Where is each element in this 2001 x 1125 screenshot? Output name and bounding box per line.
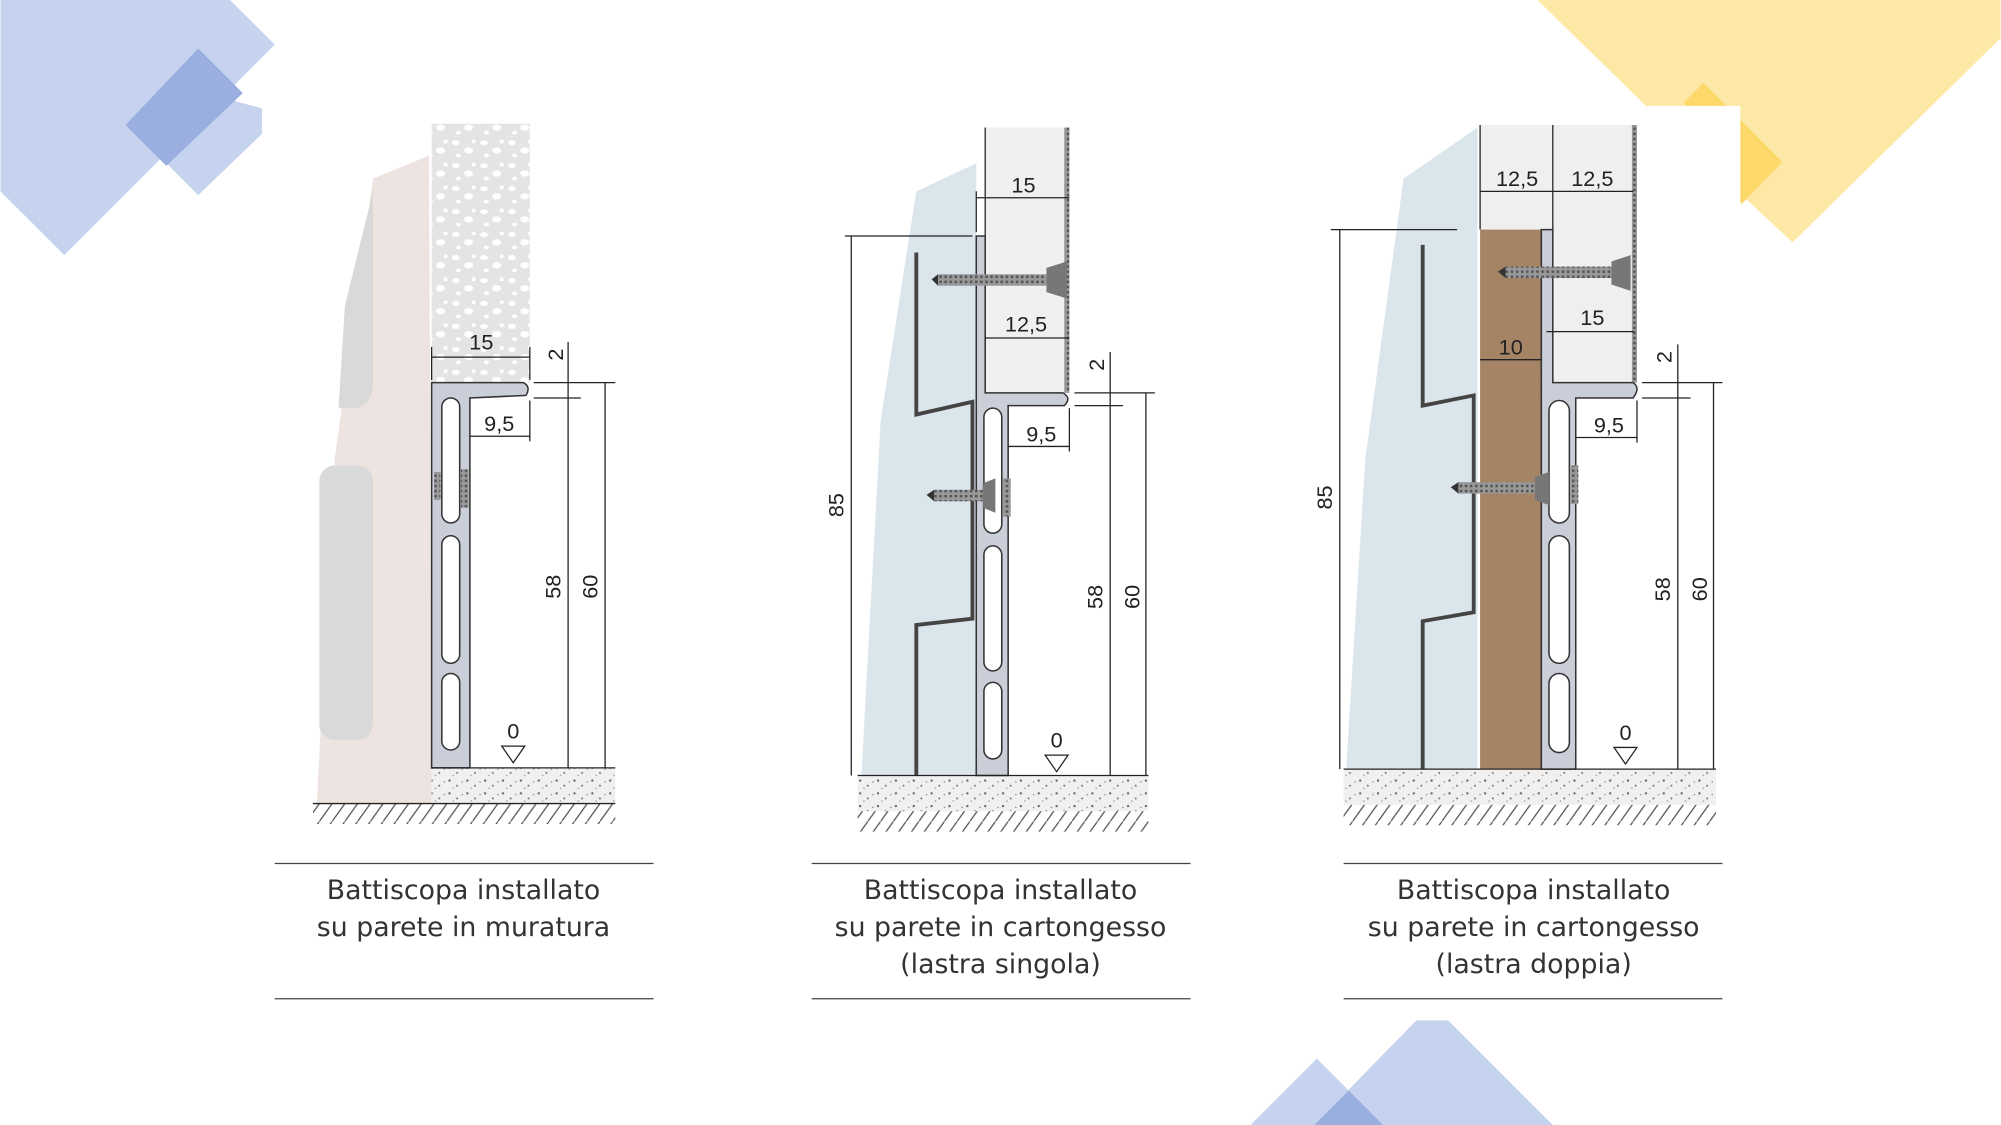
profile-slot: [1548, 672, 1571, 754]
dim-height-60: 60: [1687, 577, 1712, 601]
caption-line: su parete in cartongesso: [1368, 912, 1700, 943]
profile-slot: [1548, 399, 1571, 524]
caption-line: Battiscopa installato: [1397, 875, 1671, 906]
level-triangle-icon: [500, 745, 526, 764]
plasterboard-sheet: [985, 127, 1067, 393]
caption-line: su parete in muratura: [317, 912, 610, 943]
ground-hatch: [313, 803, 616, 824]
profile-slot: [983, 407, 1003, 534]
level-triangle-icon: [1612, 746, 1639, 766]
diagram-plasterboard-single: 85 15 12,5 9,5 2 58 60 0 Battiscopa inst…: [811, 127, 1191, 1000]
screw-icon: [926, 478, 996, 513]
screw-icon: [1450, 471, 1549, 506]
dim-width-15: 15: [1011, 173, 1035, 198]
dim-lip-9-5: 9,5: [1594, 412, 1624, 437]
dim-gap-2: 2: [543, 349, 568, 361]
level-zero-label: 0: [507, 719, 519, 744]
dim-height-58: 58: [1650, 577, 1675, 601]
adhesive-pad: [1570, 465, 1579, 504]
dim-gap-2: 2: [1084, 359, 1109, 371]
wood-batten: [1480, 229, 1542, 770]
dim-height-60: 60: [1120, 585, 1145, 609]
concrete-wall: [431, 123, 530, 383]
metal-stud: [1420, 244, 1476, 770]
decor-diamond-yellow: [1537, 0, 2001, 243]
masonry-block-lower: [319, 465, 373, 740]
plasterboard-sheet-inner: [1480, 125, 1553, 230]
plasterboard-wall: [861, 163, 977, 776]
decor-triangle-blue-dark: [1314, 1090, 1384, 1125]
level-triangle-icon: [1043, 754, 1070, 773]
floor-screed: [1343, 769, 1717, 805]
masonry-block-upper: [338, 191, 373, 409]
adhesive-pad: [434, 471, 441, 500]
dim-board1-12-5: 12,5: [1496, 166, 1538, 191]
dim-height-58: 58: [540, 575, 565, 599]
plasterboard-wall: [1346, 127, 1478, 770]
dim-height-85: 85: [824, 493, 849, 517]
level-zero-label: 0: [1619, 720, 1631, 745]
floor-screed: [857, 775, 1149, 812]
dim-width-15: 15: [469, 329, 493, 354]
dim-width-15: 15: [1580, 305, 1604, 330]
metal-stud: [914, 252, 975, 776]
dim-wood-10: 10: [1499, 335, 1523, 360]
dim-height-85: 85: [1312, 485, 1337, 509]
floor-screed: [431, 767, 616, 804]
dim-lip-9-5: 9,5: [484, 411, 514, 436]
dim-height-60: 60: [577, 575, 602, 599]
plasterboard-sheet-outer: [1552, 125, 1635, 383]
diagram-plasterboard-double: 85 12,5 12,5 15 10 9,5 2 58 60 0 Battisc…: [1312, 125, 1723, 1000]
profile-slot: [441, 397, 461, 524]
ground-hatch: [1343, 804, 1717, 826]
dim-board2-12-5: 12,5: [1571, 166, 1613, 191]
adhesive-pad: [460, 469, 469, 508]
profile-slot: [983, 545, 1003, 672]
adhesive-pad: [1003, 478, 1011, 517]
caption-line: (lastra doppia): [1436, 949, 1632, 980]
caption-line: (lastra singola): [900, 949, 1101, 980]
dim-lip-9-5: 9,5: [1026, 421, 1056, 446]
profile-slot: [983, 681, 1003, 760]
wall-texture: [1631, 125, 1637, 383]
wall-texture: [1064, 127, 1070, 393]
profile-slot: [441, 534, 461, 665]
caption-line: Battiscopa installato: [327, 875, 601, 906]
diagram-masonry: 15 9,5 2 58 60 0 Battiscopa installato s…: [274, 123, 654, 1000]
screw-icon: [931, 261, 1067, 299]
dim-height-58: 58: [1083, 585, 1108, 609]
profile-slot: [1548, 534, 1571, 665]
decor-diamond-blue-dark: [125, 48, 243, 166]
profile-slot: [441, 672, 461, 751]
caption-line: Battiscopa installato: [864, 875, 1138, 906]
screw-icon: [1497, 255, 1631, 291]
caption-line: su parete in cartongesso: [835, 912, 1167, 943]
dim-gap-2: 2: [1651, 351, 1676, 363]
ground-hatch: [857, 811, 1149, 832]
dim-board-12-5: 12,5: [1005, 312, 1047, 337]
decor-white-block: [1643, 105, 1741, 208]
level-zero-label: 0: [1051, 727, 1063, 752]
decor-triangle-blue-2: [1314, 1020, 1553, 1125]
